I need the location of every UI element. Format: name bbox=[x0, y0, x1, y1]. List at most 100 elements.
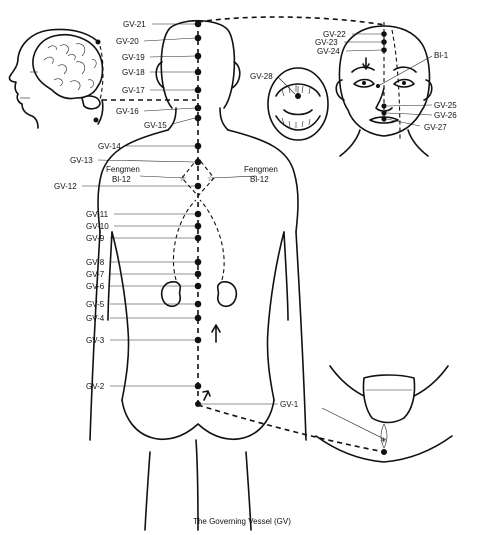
back-legs bbox=[144, 439, 252, 531]
perineum-inset: ✳ bbox=[315, 365, 453, 463]
kidney-left bbox=[160, 281, 182, 308]
point-gv18[interactable] bbox=[194, 68, 202, 76]
point-gv4[interactable] bbox=[194, 314, 202, 322]
label-gv13: GV-13 bbox=[70, 156, 93, 165]
point-gv26[interactable] bbox=[381, 110, 387, 116]
back-neck-right bbox=[219, 107, 229, 131]
label-gv21: GV-21 bbox=[123, 20, 146, 29]
point-gv2[interactable] bbox=[194, 382, 202, 390]
profile-point-lower[interactable] bbox=[93, 117, 99, 123]
upper-teeth bbox=[275, 83, 321, 97]
leader-bl1 bbox=[379, 55, 433, 86]
label-gv20: GV-20 bbox=[116, 37, 139, 46]
leader-gv16 bbox=[143, 107, 196, 112]
leader-gv26 bbox=[386, 112, 433, 116]
kidney-branch-left bbox=[172, 199, 197, 281]
perineum-inner-lines bbox=[366, 389, 412, 449]
back-figure bbox=[89, 19, 307, 531]
leader-gv15 bbox=[171, 117, 196, 125]
sacral-arrow-icon bbox=[202, 390, 211, 401]
point-gv6[interactable] bbox=[194, 282, 202, 290]
point-gv22[interactable] bbox=[381, 31, 387, 37]
label-gv12: GV-12 bbox=[54, 182, 77, 191]
point-gv7[interactable] bbox=[194, 270, 202, 278]
back-flank-right bbox=[266, 231, 285, 401]
kidney-right bbox=[216, 281, 238, 308]
label-gv28: GV-28 bbox=[250, 72, 273, 81]
fengmen-left-code: Bl-12 bbox=[112, 175, 131, 184]
leader-gv1-perineum bbox=[321, 407, 387, 441]
leader-gv27 bbox=[386, 118, 421, 127]
point-gv1[interactable] bbox=[381, 449, 387, 455]
front-eye-left bbox=[353, 78, 375, 88]
fengmen-branch bbox=[181, 157, 215, 197]
point-gv8[interactable] bbox=[194, 258, 202, 266]
point-gv3[interactable] bbox=[194, 336, 202, 344]
point-gv15[interactable] bbox=[194, 114, 202, 122]
label-gv17: GV-17 bbox=[122, 86, 145, 95]
point-gv24[interactable] bbox=[381, 47, 387, 53]
back-head-outline bbox=[160, 19, 236, 109]
front-face: GV-22 GV-23 GV-24 Bl-1 GV-25 GV-26 GV-27 bbox=[315, 22, 457, 157]
point-gv14[interactable] bbox=[194, 142, 202, 150]
leader-gv20 bbox=[143, 37, 196, 42]
label-gv7: GV-7 bbox=[86, 270, 105, 279]
lower-teeth bbox=[275, 115, 321, 131]
label-gv4: GV-4 bbox=[86, 314, 105, 323]
point-gv10[interactable] bbox=[194, 222, 202, 230]
upper-teeth-lines bbox=[281, 85, 311, 97]
profile-head-outline bbox=[8, 28, 97, 129]
front-ear-left bbox=[335, 79, 345, 101]
fengmen-left-name: Fengmen bbox=[106, 165, 140, 174]
label-gv6: GV-6 bbox=[86, 282, 105, 291]
point-gv17[interactable] bbox=[194, 86, 202, 94]
back-arm-left bbox=[89, 231, 113, 441]
point-gv27[interactable] bbox=[381, 116, 387, 122]
point-gv5[interactable] bbox=[194, 300, 202, 308]
upward-arrow-icon bbox=[211, 324, 221, 343]
back-neck-left bbox=[167, 107, 177, 131]
point-gv9[interactable] bbox=[194, 234, 202, 242]
label-gv5: GV-5 bbox=[86, 300, 105, 309]
back-ear-left bbox=[155, 61, 165, 89]
point-gv11[interactable] bbox=[194, 210, 202, 218]
point-gv12[interactable] bbox=[194, 182, 202, 190]
point-gv20[interactable] bbox=[194, 34, 202, 42]
point-bl1[interactable] bbox=[376, 84, 380, 88]
leader-gv25 bbox=[386, 104, 433, 107]
front-mouth bbox=[369, 116, 399, 124]
point-gv25[interactable] bbox=[381, 103, 387, 109]
label-gv16: GV-16 bbox=[116, 107, 139, 116]
perineum-pubic-region bbox=[362, 374, 416, 424]
label-gv24: GV-24 bbox=[317, 47, 340, 56]
diagram-caption: The Governing Vessel (GV) bbox=[193, 517, 291, 526]
vessel-lines-back bbox=[102, 16, 386, 453]
point-gv16[interactable] bbox=[194, 104, 202, 112]
point-gv21[interactable] bbox=[194, 20, 202, 28]
leader-fengmen-left bbox=[139, 175, 185, 179]
label-gv27: GV-27 bbox=[424, 123, 447, 132]
point-gv13[interactable] bbox=[194, 158, 202, 166]
label-gv15: GV-15 bbox=[144, 121, 167, 130]
fengmen-right-code: Bl-12 bbox=[250, 175, 269, 184]
fengmen-star-left-icon: ☆ bbox=[179, 174, 186, 183]
profile-point-upper[interactable] bbox=[95, 39, 101, 45]
front-nose bbox=[375, 87, 393, 112]
leader-gv19 bbox=[149, 55, 196, 58]
leader-gv24 bbox=[345, 49, 382, 52]
label-gv23: GV-23 bbox=[315, 38, 338, 47]
back-buttocks bbox=[121, 399, 275, 440]
mouth-outline bbox=[267, 67, 329, 141]
front-eye-right bbox=[393, 78, 415, 88]
perineum-thighs bbox=[315, 435, 453, 463]
label-gv25: GV-25 bbox=[434, 101, 457, 110]
point-gv28[interactable] bbox=[295, 93, 301, 99]
back-ear-right bbox=[231, 61, 241, 89]
kidney-branch-right bbox=[199, 199, 225, 281]
point-gv23[interactable] bbox=[381, 39, 387, 45]
front-face-outline bbox=[338, 25, 431, 137]
point-gv1-coccyx[interactable] bbox=[195, 401, 201, 407]
point-gv19[interactable] bbox=[194, 52, 202, 60]
mouth-inset: GV-28 bbox=[250, 67, 329, 141]
